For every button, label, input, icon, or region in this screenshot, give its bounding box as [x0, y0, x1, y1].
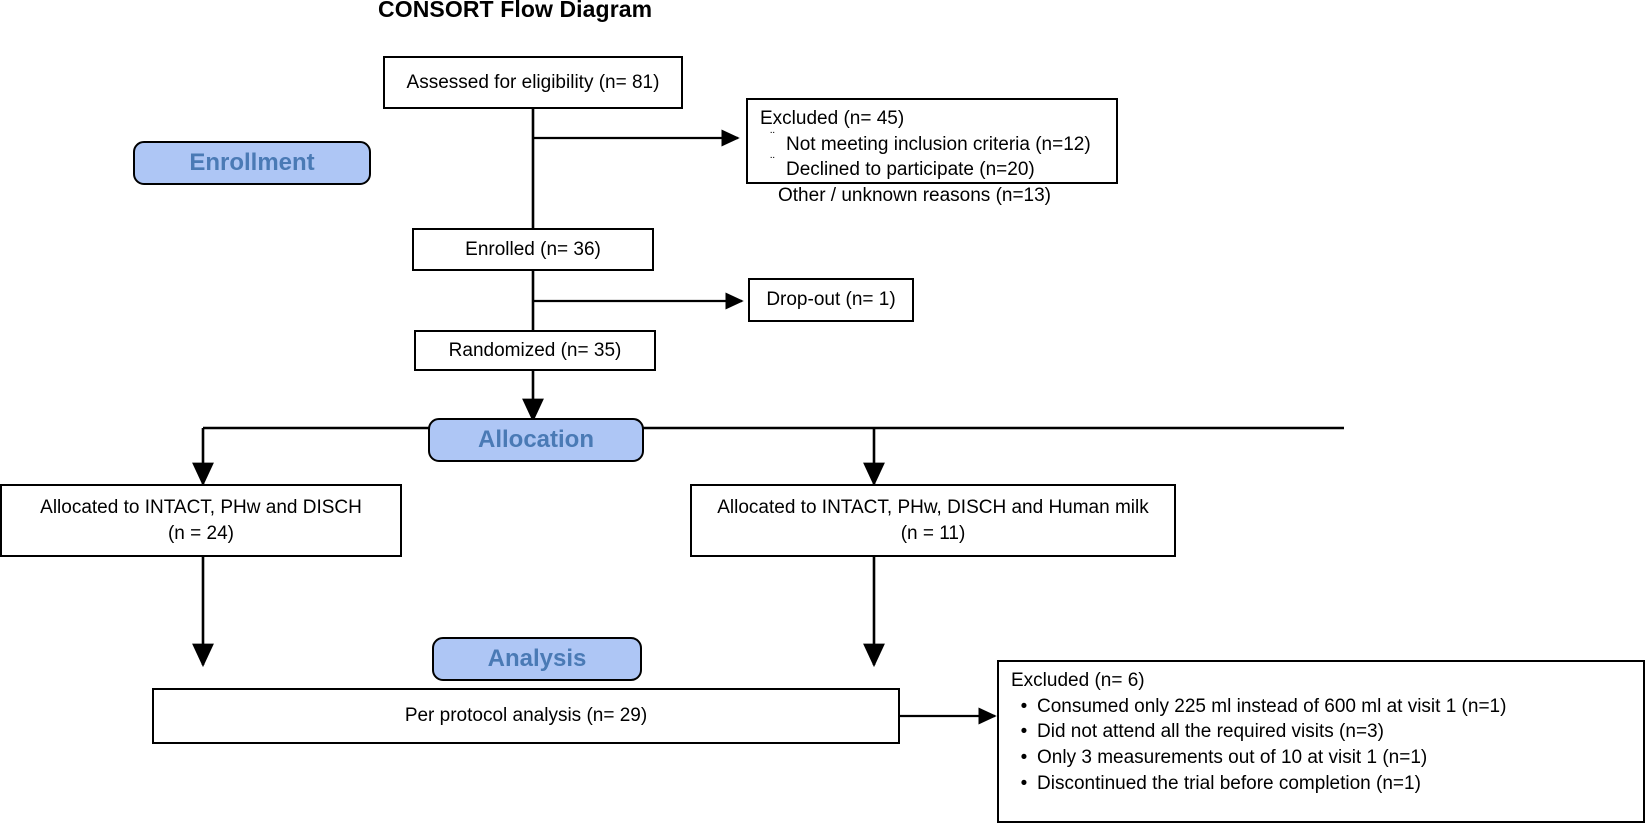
box-excluded-analysis: Excluded (n= 6) • Consumed only 225 ml i… [997, 660, 1645, 823]
excluded-enrollment-item: ¨ Declined to participate (n=20) [760, 154, 1104, 183]
excluded-enrollment-item: ¨ Not meeting inclusion criteria (n=12) [760, 128, 1104, 158]
box-allocated-right-line1: Allocated to INTACT, PHw, DISCH and Huma… [717, 496, 1149, 518]
excluded-enrollment-header: Excluded (n= 45) [760, 108, 905, 129]
box-enrolled-label: Enrolled (n= 36) [465, 238, 601, 260]
bullet-icon: • [1020, 772, 1028, 794]
box-per-protocol-analysis: Per protocol analysis (n= 29) [152, 688, 900, 744]
bullet-icon: ¨ [770, 154, 776, 170]
box-enrolled: Enrolled (n= 36) [412, 228, 654, 271]
bullet-icon: • [1020, 746, 1028, 768]
box-per-protocol-label: Per protocol analysis (n= 29) [404, 705, 648, 727]
bullet-icon: • [1020, 695, 1028, 717]
excluded-analysis-item-text: Consumed only 225 ml instead of 600 ml a… [1037, 695, 1507, 717]
page-title: CONSORT Flow Diagram [378, 0, 653, 22]
bullet-icon: • [1020, 721, 1028, 743]
stage-badge-analysis-label: Analysis [487, 645, 587, 672]
excluded-enrollment-item: ¨ Other / unknown reasons (n=13) [760, 179, 1104, 209]
excluded-analysis-header: Excluded (n= 6) [1011, 670, 1145, 691]
box-assessed-for-eligibility: Assessed for eligibility (n= 81) [383, 56, 683, 109]
stage-badge-allocation: Allocation [428, 418, 644, 462]
box-randomized: Randomized (n= 35) [414, 330, 656, 371]
box-dropout: Drop-out (n= 1) [748, 278, 914, 322]
box-allocated-left-line1: Allocated to INTACT, PHw and DISCH [40, 496, 362, 518]
excluded-enrollment-content: Excluded (n= 45) ¨ Not meeting inclusion… [748, 100, 1116, 215]
excluded-analysis-item: • Did not attend all the required visits… [1011, 719, 1631, 745]
bullet-icon: ¨ [766, 179, 772, 195]
excluded-analysis-item-text: Only 3 measurements out of 10 at visit 1… [1037, 746, 1428, 768]
excluded-analysis-item: • Only 3 measurements out of 10 at visit… [1011, 745, 1631, 771]
box-assessed-label: Assessed for eligibility (n= 81) [406, 71, 660, 93]
box-randomized-label: Randomized (n= 35) [448, 339, 622, 361]
box-allocated-left-line2: (n = 24) [167, 522, 234, 544]
box-allocated-right: Allocated to INTACT, PHw, DISCH and Huma… [690, 484, 1176, 557]
excluded-analysis-item: • Consumed only 225 ml instead of 600 ml… [1011, 694, 1631, 720]
stage-badge-enrollment-label: Enrollment [189, 149, 315, 176]
excluded-analysis-item-text: Discontinued the trial before completion… [1037, 772, 1421, 794]
excluded-analysis-item: • Discontinued the trial before completi… [1011, 771, 1631, 797]
excluded-analysis-content: Excluded (n= 6) • Consumed only 225 ml i… [999, 662, 1643, 802]
box-allocated-right-line2: (n = 11) [900, 522, 966, 544]
box-allocated-left: Allocated to INTACT, PHw and DISCH (n = … [0, 484, 402, 557]
excluded-analysis-item-text: Did not attend all the required visits (… [1037, 721, 1384, 743]
excluded-enrollment-item-text: Declined to participate (n=20) [786, 159, 1035, 181]
box-excluded-enrollment: Excluded (n= 45) ¨ Not meeting inclusion… [746, 98, 1118, 206]
box-dropout-label: Drop-out (n= 1) [766, 289, 896, 311]
stage-badge-analysis: Analysis [432, 637, 642, 681]
stage-badge-allocation-label: Allocation [477, 426, 594, 453]
excluded-enrollment-item-text: Not meeting inclusion criteria (n=12) [786, 133, 1091, 155]
stage-badge-enrollment: Enrollment [133, 141, 371, 185]
excluded-enrollment-item-text: Other / unknown reasons (n=13) [778, 184, 1052, 206]
bullet-icon: ¨ [770, 128, 776, 144]
